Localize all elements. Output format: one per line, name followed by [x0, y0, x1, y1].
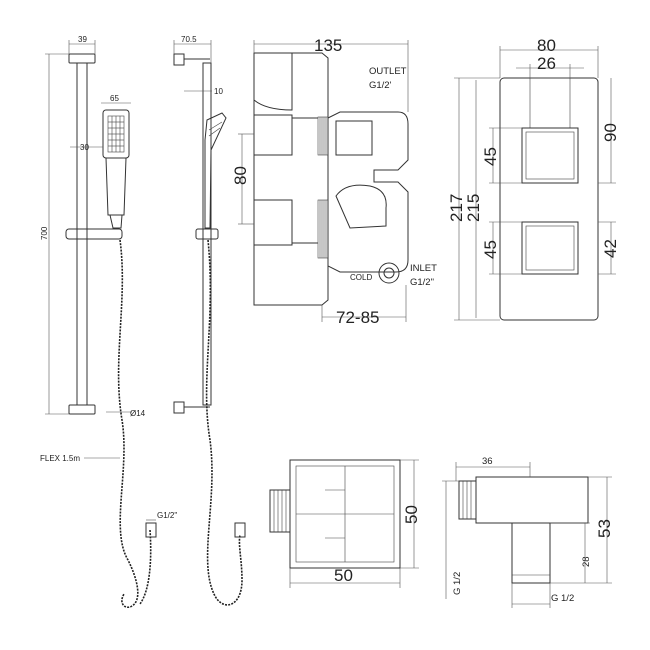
- elbow-width-label: 50: [334, 566, 353, 585]
- side-slider: [195, 228, 219, 240]
- upper-handle-side: [253, 114, 293, 156]
- rail-slider: [65, 228, 123, 240]
- front-plate: [499, 77, 599, 321]
- upper-handle-lever: [529, 77, 571, 129]
- valve-side-view: COLD 135 OUTLET G1/2' 80 INLET G1/2" 72-…: [231, 36, 437, 327]
- rail-top-bracket: [68, 53, 96, 64]
- valve-depth-label: 72-85: [336, 308, 379, 327]
- lower-handle-height-label: 45: [481, 240, 500, 259]
- elbow-thread-vertical-label: G 1/2: [452, 572, 463, 595]
- lower-spindle: [317, 199, 329, 259]
- upper-spindle: [317, 116, 329, 156]
- hose-thread-label: G1/2": [157, 511, 177, 520]
- plate-width-label: 80: [537, 36, 556, 55]
- handset-offset-label: 30: [80, 143, 89, 152]
- rail-side-width-label: 70.5: [181, 35, 197, 44]
- rail-bar: [76, 62, 88, 406]
- handset-handle: [105, 157, 127, 216]
- elbow-side-height-label: 53: [595, 519, 614, 538]
- side-rail-bar: [202, 62, 212, 406]
- hose-length-label: FLEX 1.5m: [40, 454, 80, 463]
- elbow-side-thread: [458, 480, 477, 520]
- cold-label: COLD: [350, 273, 372, 282]
- rail-diameter-label: Ø14: [130, 409, 146, 418]
- elbow-front-connector: [269, 489, 291, 533]
- plate-height-inner-label: 215: [464, 194, 483, 222]
- valve-outlet-port: [335, 120, 373, 156]
- rail-front-view: 39 700 65 30 Ø14 FLEX 1.5m G1/2": [40, 35, 177, 609]
- handle-width-label: 26: [537, 54, 556, 73]
- inlet-port-outer: [378, 262, 400, 284]
- lower-handle-square: [521, 221, 579, 275]
- rail-bottom-bracket: [68, 404, 96, 415]
- side-bottom-bracket: [173, 401, 185, 414]
- side-handset: [204, 112, 227, 229]
- top-bracket-depth-label: 10: [214, 87, 223, 96]
- outlet-thread-label: G1/2': [369, 80, 392, 91]
- elbow-side-outlet: [511, 522, 551, 584]
- upper-dim-label: 90: [601, 123, 620, 142]
- elbow-side-view: 36 53 28 G 1/2 G 1/2: [442, 456, 614, 608]
- hose-left: [117, 239, 139, 609]
- rail-height-label: 700: [40, 226, 49, 240]
- inlet-thread-label: G1/2": [410, 277, 434, 288]
- hose-connector: [145, 522, 157, 538]
- upper-handle-square: [521, 127, 579, 184]
- elbow-side-depth-label: 36: [482, 456, 493, 467]
- plate-height-outer-label: 217: [447, 194, 466, 222]
- elbow-front-view: 50 50: [269, 459, 421, 588]
- valve-body: [327, 111, 409, 273]
- valve-wall-plate: [253, 52, 329, 306]
- elbow-height-label: 50: [402, 505, 421, 524]
- valve-width-label: 135: [314, 36, 342, 55]
- elbow-side-body: [475, 476, 589, 524]
- rail-top-width-label: 39: [78, 35, 87, 44]
- elbow-thread-horizontal-label: G 1/2: [551, 593, 574, 604]
- valve-cartridge: [335, 184, 387, 229]
- side-top-bracket: [173, 53, 185, 66]
- lower-dim-label: 42: [601, 239, 620, 258]
- outlet-label: OUTLET: [369, 66, 407, 77]
- handset-head: [102, 109, 130, 159]
- elbow-outlet-height-label: 28: [581, 556, 592, 567]
- lower-handle-side: [253, 199, 293, 246]
- handset-width-label: 65: [110, 94, 119, 103]
- valve-front-view: 80 26 217 215 45 45 90 42: [447, 36, 620, 321]
- side-hose-connector: [234, 522, 246, 538]
- rail-side-view: 70.5 10: [173, 35, 246, 606]
- inlet-label: INLET: [410, 263, 437, 274]
- upper-handle-height-label: 45: [481, 147, 500, 166]
- valve-spacing-label: 80: [231, 166, 250, 185]
- inlet-port-inner: [383, 267, 395, 279]
- hose-right: [205, 239, 243, 606]
